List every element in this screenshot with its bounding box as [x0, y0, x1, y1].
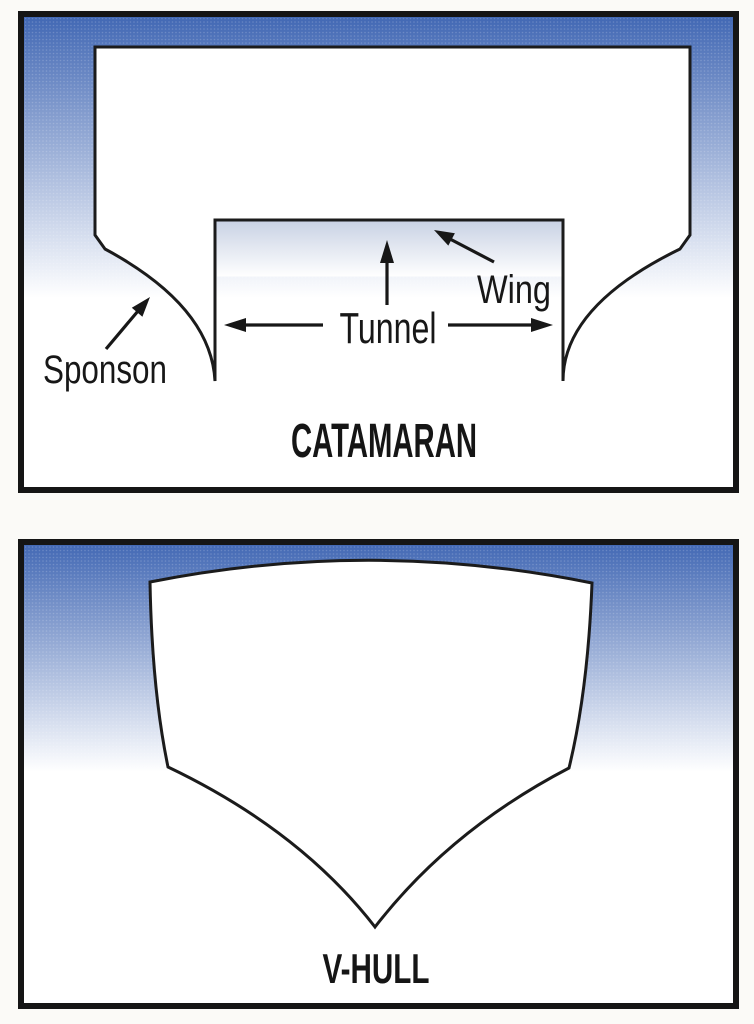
tunnel-up-arrowhead-icon	[380, 240, 394, 263]
wing-arrowhead-icon	[434, 230, 455, 246]
wing-label: Wing	[477, 268, 551, 312]
sponson-arrow	[104, 309, 140, 351]
wing-arrow	[449, 237, 495, 264]
catamaran-hull-shape	[93, 45, 692, 382]
vhull-panel: V-HULL	[18, 539, 739, 1009]
vhull-title: V-HULL	[323, 945, 430, 992]
tunnel-label: Tunnel	[340, 304, 437, 353]
sponson-label: Sponson	[43, 348, 167, 392]
sponson-arrowhead-icon	[131, 297, 150, 317]
catamaran-panel: Sponson Tunnel Wing CATAMARAN	[18, 11, 739, 493]
catamaran-title: CATAMARAN	[291, 415, 477, 468]
tunnel-right-arrowhead-icon	[531, 318, 553, 332]
vhull-shape	[148, 558, 594, 930]
tunnel-left-arrowhead-icon	[224, 318, 246, 332]
